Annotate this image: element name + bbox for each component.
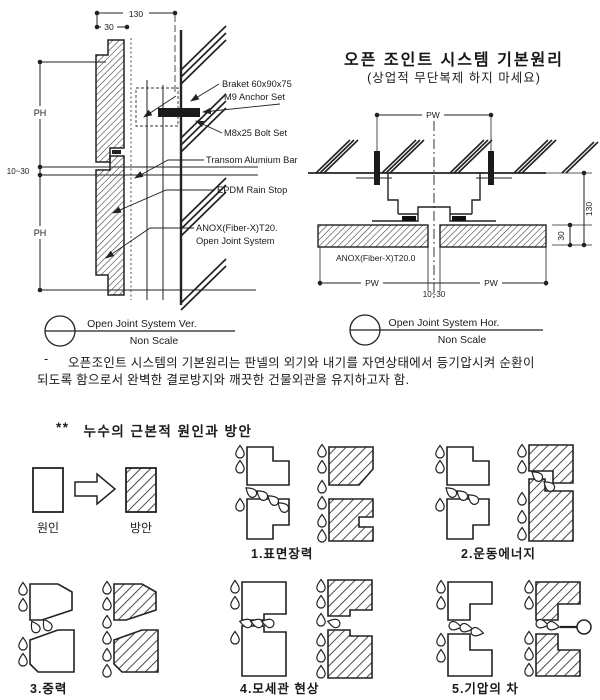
caption-hor-title: Open Joint System Hor. [389,317,500,329]
dim-30-right: 30 [556,231,566,241]
dim-pw-left: PW [365,278,379,288]
note-line-1: 오픈조인트 시스템의 기본원리는 판넬의 외기와 내기를 자연상태에서 등기압시… [68,356,535,370]
anchor-bolt [158,108,200,117]
bracket-outline [135,87,179,127]
callout-anchor: M9 Anchor Set [224,92,285,102]
callout-bolt: M8x25 Bolt Set [224,128,287,138]
callout-bracket: Braket 60x90x75 [222,79,292,89]
leak-item-5: 5.기압의 차 [436,576,596,700]
leak-heading: ** 누수의 근본적 원인과 방안 [56,420,252,440]
leak-label-4: 4.모세관 현상 [240,682,320,696]
leak-heading-marker: ** [56,420,70,435]
leak-legend: 원인 방안 [32,467,157,535]
stone-panel-lower [95,155,125,296]
dim-30-label: 30 [104,22,114,32]
bolt-left [374,151,380,185]
leak-label-2: 2.운동에너지 [461,547,536,561]
caption-ver: Open Joint System Ver. Non Scale [44,315,235,347]
arrow-right-icon [74,472,117,506]
vertical-section-drawing: 130 30 PH PH 10~30 [1,7,298,311]
callout-leaders [105,83,281,259]
dim-gap-bottom: 10~30 [423,290,446,299]
callout-anox-2: Open Joint System [196,236,275,246]
bottom-dim-lines [319,247,547,291]
pressure-chamber-icon [576,619,592,635]
dim-ph-top: PH [34,108,47,118]
panel-left [317,224,429,248]
leak-heading-text: 누수의 근본적 원인과 방안 [83,424,253,439]
leak-item-3: 3.중력 [18,576,178,700]
panel-label: ANOX(Fiber-X)T20.0 [336,253,416,263]
cause-box [32,467,64,513]
note-bullet: - [44,352,49,366]
leak-label-1: 1.표면장력 [251,547,314,561]
leak-diagram-5 [436,579,592,677]
legend-cause-label: 원인 [37,521,59,535]
caption-hor: Open Joint System Hor. Non Scale [349,314,543,346]
solution-box [125,467,157,513]
leak-label-3: 3.중력 [30,682,68,696]
bolt-right [488,151,494,185]
dim-130-right: 130 [584,202,594,216]
horizontal-section-title: 오픈 조인트 시스템 기본원리 [344,52,564,69]
legend-solution-label: 방안 [130,521,152,535]
leak-item-1: 1.표면장력 [233,441,393,565]
slab-hatch-strokes [180,25,227,311]
caption-ver-title: Open Joint System Ver. [87,318,197,330]
epdm-seal [112,150,121,154]
dim-gap-label: 10~30 [7,167,30,176]
callout-anox-1: ANOX(Fiber-X)T20. [196,223,278,233]
dim-130-label: 130 [129,9,143,19]
leak-diagram-4 [230,578,373,679]
leak-item-2: 2.운동에너지 [433,441,593,565]
dim-pw-top: PW [426,110,440,120]
leak-diagram-3 [18,580,159,678]
note-line-2: 되도록 함으로서 완벽한 결로방지와 깨끗한 건물외관을 유지하고자 함. [37,373,410,387]
callout-epdm: EPDM Rain Stop [217,185,287,195]
leak-diagram-2 [435,443,574,542]
leak-diagram-1 [235,443,374,543]
caption-ver-scale: Non Scale [130,335,179,347]
dim-pw-right: PW [484,278,498,288]
dim-ph-bottom: PH [34,228,47,238]
strut-lines [315,139,599,174]
panel-right [439,224,547,248]
horizontal-section-drawing: PW ANOX(Fiber-X)T20.0 130 30 [308,108,599,299]
caption-hor-scale: Non Scale [438,334,487,346]
callout-transom: Transom Alumium Bar [206,155,298,165]
horizontal-section-subtitle: (상업적 무단복제 하지 마세요) [367,71,541,85]
leak-label-5: 5.기압의 차 [452,682,519,696]
stone-panel-upper [95,39,125,163]
leak-item-4: 4.모세관 현상 [230,576,390,700]
